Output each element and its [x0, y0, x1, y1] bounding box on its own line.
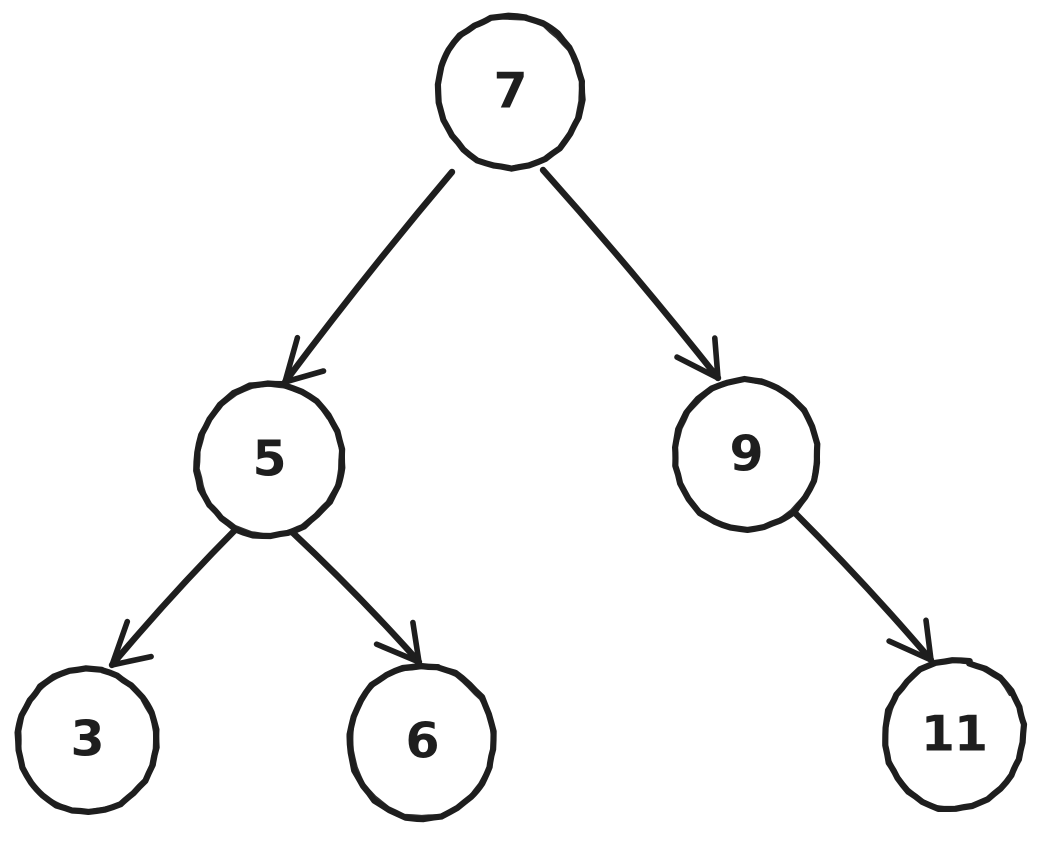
- tree-node-5[interactable]: 5: [193, 380, 346, 540]
- edge-5-to-3: [108, 523, 242, 669]
- edge-line: [281, 168, 456, 386]
- node-label: 6: [405, 713, 438, 770]
- arrowhead-barb: [674, 354, 721, 381]
- node-label: 3: [70, 711, 103, 768]
- nodes-group: 7 5 9 3 6 11: [14, 12, 1028, 823]
- tree-node-11[interactable]: 11: [882, 657, 1028, 813]
- arrowhead-barb: [282, 334, 301, 385]
- node-circle-overstroke: [350, 666, 495, 819]
- arrowhead-barb: [282, 368, 327, 385]
- node-circle-overstroke: [436, 16, 583, 170]
- arrowhead-barb: [109, 618, 131, 668]
- edge-5-to-6: [288, 528, 423, 666]
- arrowhead-barb: [109, 653, 154, 668]
- edge-line: [108, 523, 242, 669]
- arrowhead-barb: [886, 638, 934, 663]
- edge-line: [791, 509, 935, 664]
- node-label: 11: [921, 706, 987, 763]
- arrowhead-barb: [410, 619, 422, 665]
- edge-line: [539, 166, 722, 382]
- node-circle-overstroke: [196, 383, 343, 538]
- node-label: 7: [493, 63, 526, 120]
- node-label: 9: [729, 426, 762, 483]
- node-label: 5: [252, 431, 285, 488]
- arrowhead-barb: [712, 335, 721, 381]
- node-circle-overstroke: [18, 667, 157, 813]
- edge-7-to-5: [281, 168, 456, 386]
- arrowhead-barb: [373, 641, 422, 665]
- edge-9-to-11: [791, 509, 935, 664]
- edge-line: [288, 528, 423, 666]
- edge-7-to-9: [539, 166, 722, 382]
- tree-node-3[interactable]: 3: [14, 665, 160, 815]
- node-circle-overstroke: [883, 659, 1026, 811]
- node-circle-overstroke: [673, 378, 819, 532]
- edges-group: [108, 166, 935, 669]
- tree-node-6[interactable]: 6: [346, 662, 497, 823]
- arrowhead-barb: [923, 617, 934, 663]
- tree-node-7[interactable]: 7: [434, 12, 586, 172]
- tree-node-9[interactable]: 9: [672, 375, 821, 533]
